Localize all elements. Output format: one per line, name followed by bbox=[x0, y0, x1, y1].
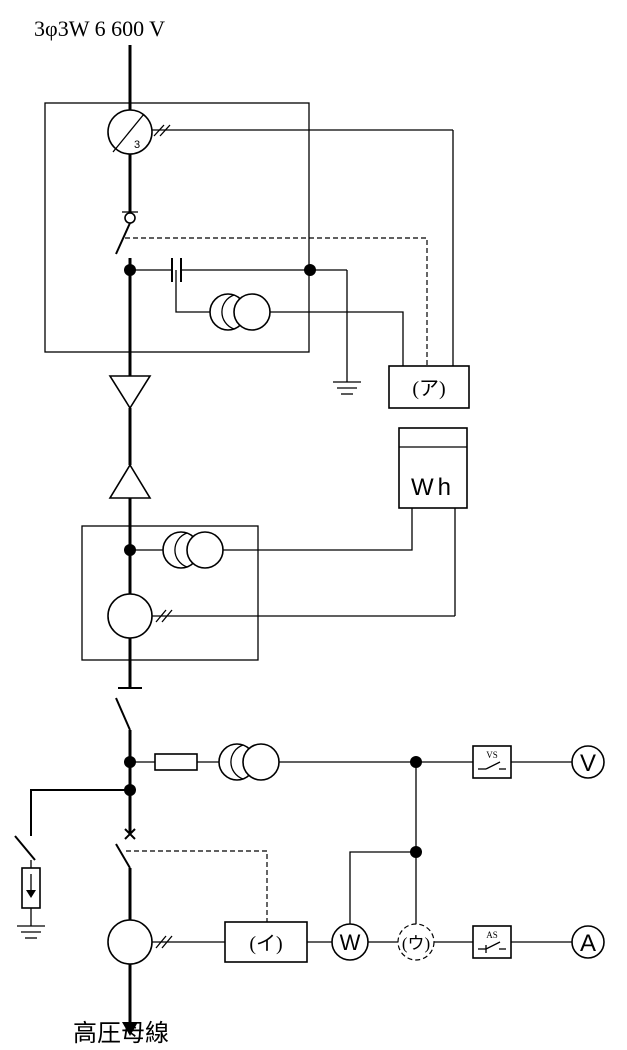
switch-trip-dashed bbox=[125, 237, 428, 366]
breaker-trip-dashed bbox=[126, 850, 268, 922]
fuse bbox=[154, 753, 198, 771]
wattmeter-label: W bbox=[340, 930, 361, 955]
bus-arrow bbox=[122, 1022, 138, 1036]
load-break-switch bbox=[115, 211, 138, 255]
voltmeter-switch: VS bbox=[472, 745, 512, 779]
ammeter-label: A bbox=[580, 930, 596, 957]
ground-symbol-upper bbox=[333, 270, 361, 395]
circuit-breaker bbox=[115, 828, 136, 869]
lightning-arrester bbox=[14, 835, 45, 939]
bus-label: 高圧母線 bbox=[73, 1020, 169, 1047]
as-label: AS bbox=[486, 930, 498, 940]
cable-head-upper bbox=[108, 375, 152, 410]
ct-metering bbox=[107, 593, 455, 639]
ct-ratio-mark: 3 bbox=[134, 139, 140, 151]
voltmeter bbox=[571, 745, 605, 779]
disconnector bbox=[115, 687, 142, 731]
upper-enclosure bbox=[44, 102, 310, 353]
vt-upper bbox=[209, 293, 271, 331]
box-i bbox=[224, 921, 308, 963]
wh-label: Wh bbox=[411, 474, 455, 501]
supply-label: 3φ3W 6 600 V bbox=[34, 16, 165, 41]
ammeter-switch: AS bbox=[472, 925, 512, 959]
junction-w bbox=[410, 846, 422, 858]
metering-enclosure bbox=[81, 525, 259, 661]
junction-right bbox=[304, 264, 316, 276]
meter-u-label: (ウ) bbox=[402, 934, 430, 953]
watt-hour-meter: Wh bbox=[398, 427, 468, 509]
vs-label: VS bbox=[486, 750, 498, 760]
box-a bbox=[388, 365, 470, 409]
vt-metering bbox=[162, 531, 224, 569]
box-a-label: (ア) bbox=[412, 378, 445, 400]
ammeter bbox=[571, 925, 605, 959]
zct-upper: 3 bbox=[107, 109, 171, 155]
box-i-label: (イ) bbox=[249, 933, 282, 955]
voltmeter-label: V bbox=[580, 750, 596, 777]
vt-branch bbox=[218, 743, 280, 781]
cable-head-lower bbox=[108, 463, 152, 499]
